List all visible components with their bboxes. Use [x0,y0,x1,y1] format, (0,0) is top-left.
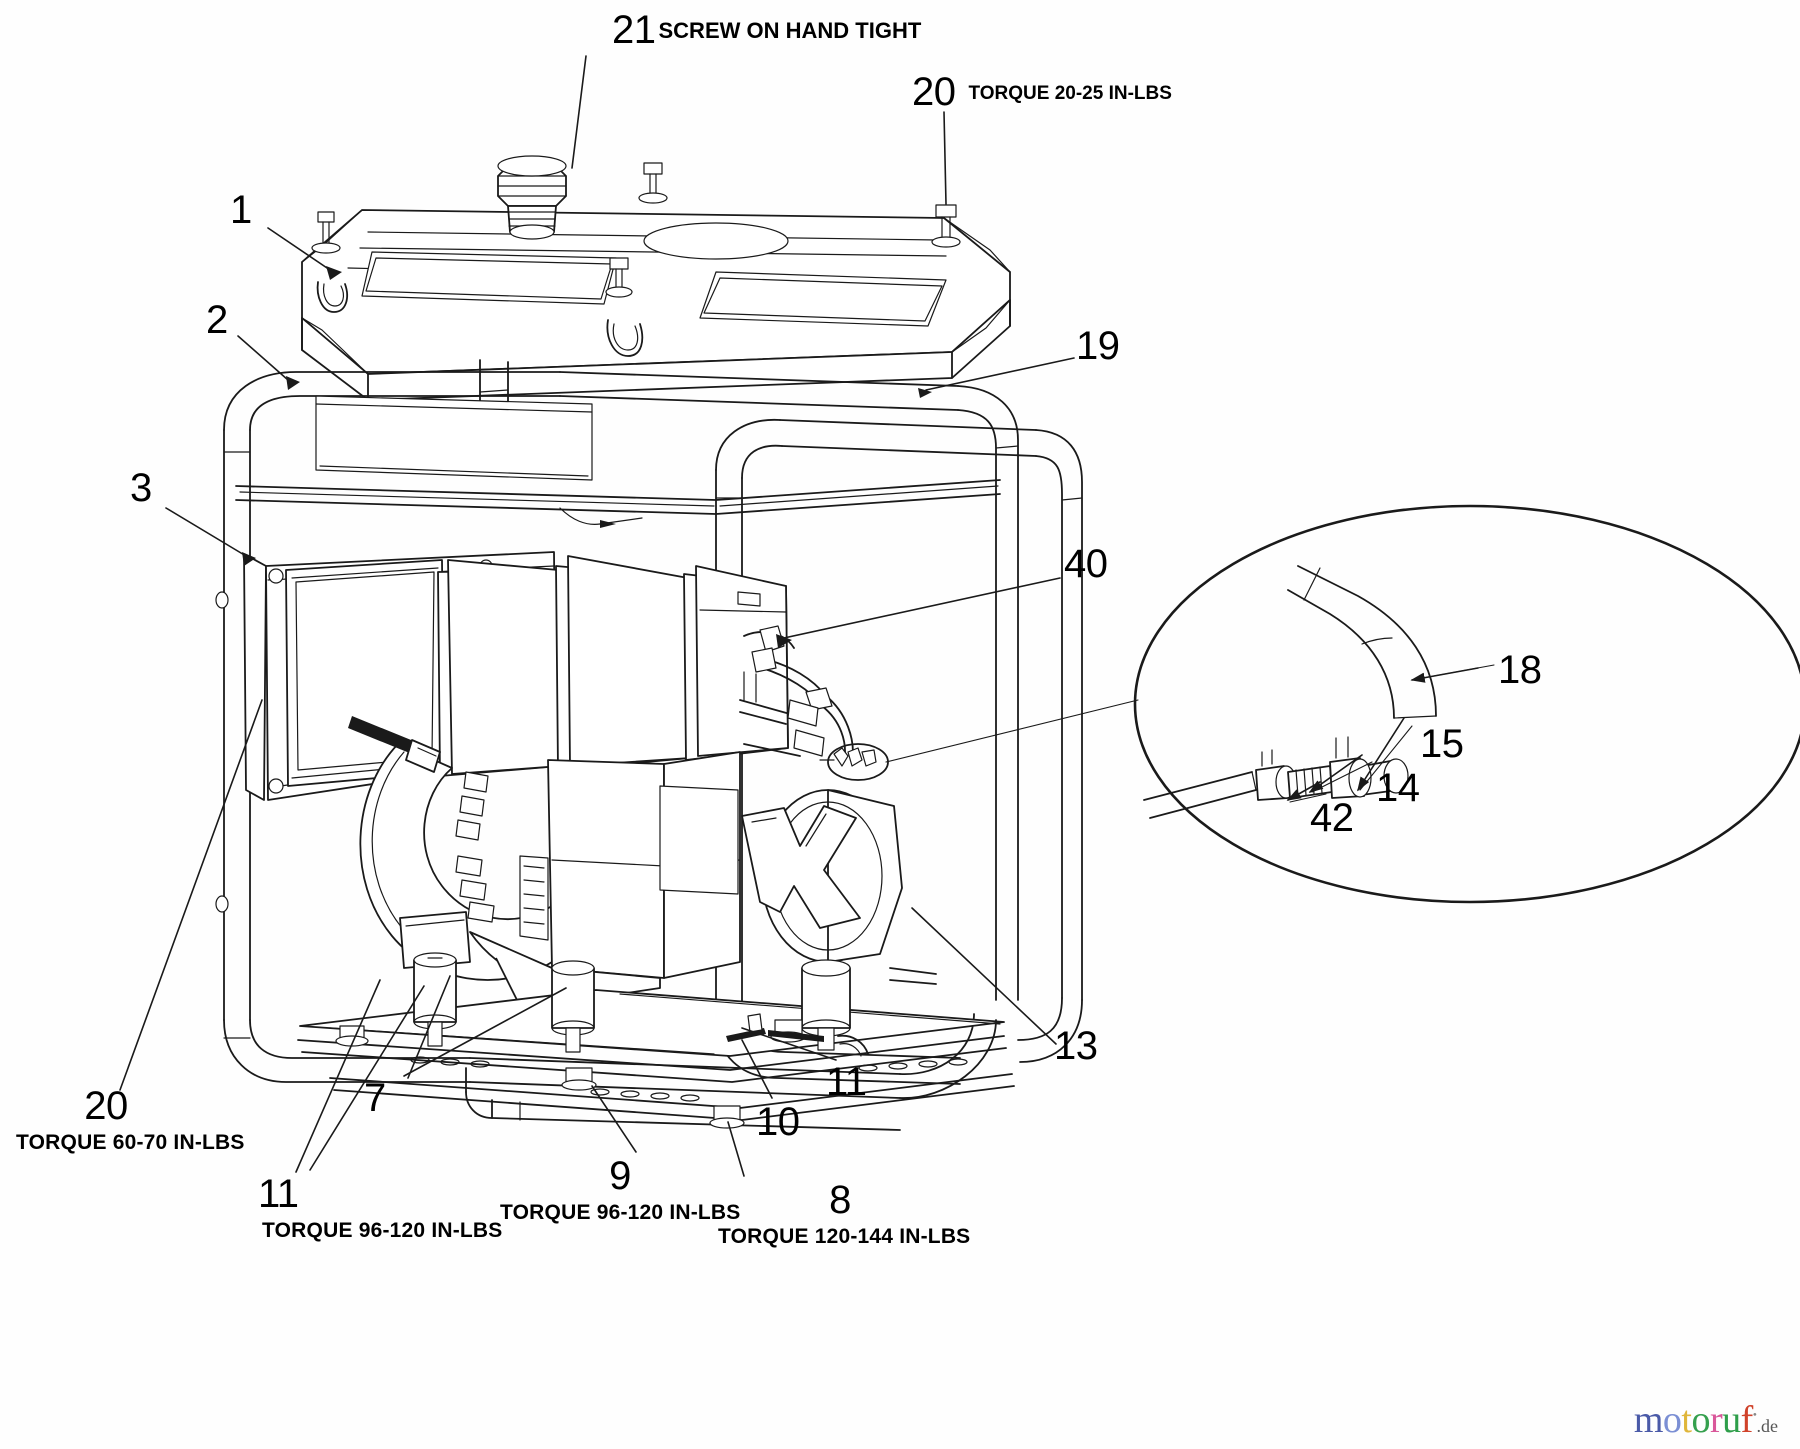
callout-leaders [119,55,1075,1177]
callout-number-10: 10 [756,1100,800,1144]
isolator-right [801,959,851,1051]
callout-number-11-left: 11 [258,1172,299,1216]
fuel-line-cluster [739,625,889,781]
isolator-mid [551,960,595,1053]
hose-clamp-15 [1329,736,1372,799]
callout-number-18: 18 [1498,648,1542,692]
isolator-left [413,952,457,1047]
fuel-tank-group [301,155,1011,433]
tank-bolt-b [638,162,668,204]
callout-20-bottom: 20 TORQUE 60-70 IN-LBS [16,1086,245,1153]
base-perforations [410,1056,968,1102]
detail-bubble [885,504,1800,904]
callout-number-40: 40 [1064,542,1108,586]
callout-number-7: 7 [364,1076,386,1120]
callout-8: 8 TORQUE 120-144 IN-LBS [718,1180,970,1247]
engine-assembly [348,625,937,1013]
shroud-vents [455,771,495,923]
base-frame [297,952,1015,1129]
tubular-frame [223,371,1083,1131]
callout-number-20-top: 20 [912,70,956,114]
motoruf-watermark: motoruf•.de [1633,1399,1779,1441]
callout-20-top: 20 TORQUE 20-25 IN-LBS [912,72,1172,112]
note-torque-96-120-center: TORQUE 96-120 IN-LBS [500,1201,741,1224]
callout-number-21: 21 [612,8,656,52]
callout-11-left: 11 TORQUE 96-120 IN-LBS [258,1174,503,1241]
note-torque-120-144: TORQUE 120-144 IN-LBS [718,1225,971,1248]
callout-number-8: 8 [829,1178,851,1222]
callout-number-9: 9 [609,1154,631,1198]
control-panel-assembly [215,551,789,913]
callout-number-42: 42 [1310,796,1354,840]
callout-number-11-right: 11 [826,1060,867,1104]
callout-number-13: 13 [1054,1024,1098,1068]
callout-number-2: 2 [206,298,228,342]
flange-nut-b [709,1105,745,1129]
callout-number-20-bottom: 20 [84,1084,128,1128]
callout-9: 9 TORQUE 96-120 IN-LBS [500,1156,741,1223]
callout-number-1: 1 [230,188,252,232]
watermark-suffix: .de [1756,1416,1779,1436]
muffler [741,789,937,985]
note-torque-20-25: TORQUE 20-25 IN-LBS [968,83,1172,104]
callout-number-15: 15 [1420,722,1464,766]
note-screw-on-hand-tight: SCREW ON HAND TIGHT [658,18,922,43]
tank-bolt-d [931,204,961,248]
flange-nut-a [561,1067,597,1091]
callout-number-19: 19 [1076,324,1120,368]
note-torque-96-120-left: TORQUE 96-120 IN-LBS [262,1219,503,1242]
note-torque-60-70: TORQUE 60-70 IN-LBS [16,1131,245,1154]
tank-bolt-c [605,257,633,298]
fuel-cap [497,155,567,240]
callout-number-14: 14 [1376,766,1420,810]
tank-bolt-a [311,211,341,254]
callout-number-3: 3 [130,466,152,510]
